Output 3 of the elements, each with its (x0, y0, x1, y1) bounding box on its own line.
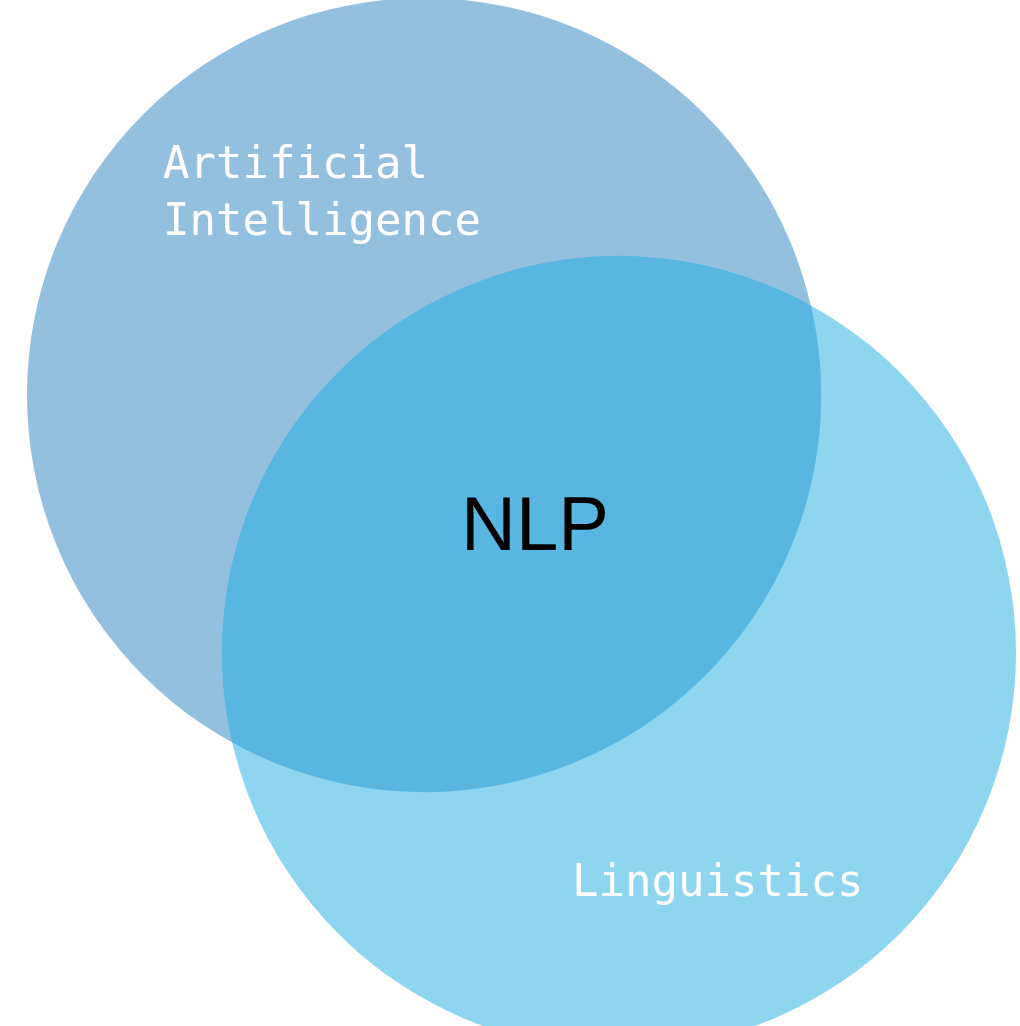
circle-label: Linguistics (572, 854, 865, 908)
overlap-label: NLP (460, 484, 610, 564)
circle-label: Artificial Intelligence (163, 136, 482, 247)
